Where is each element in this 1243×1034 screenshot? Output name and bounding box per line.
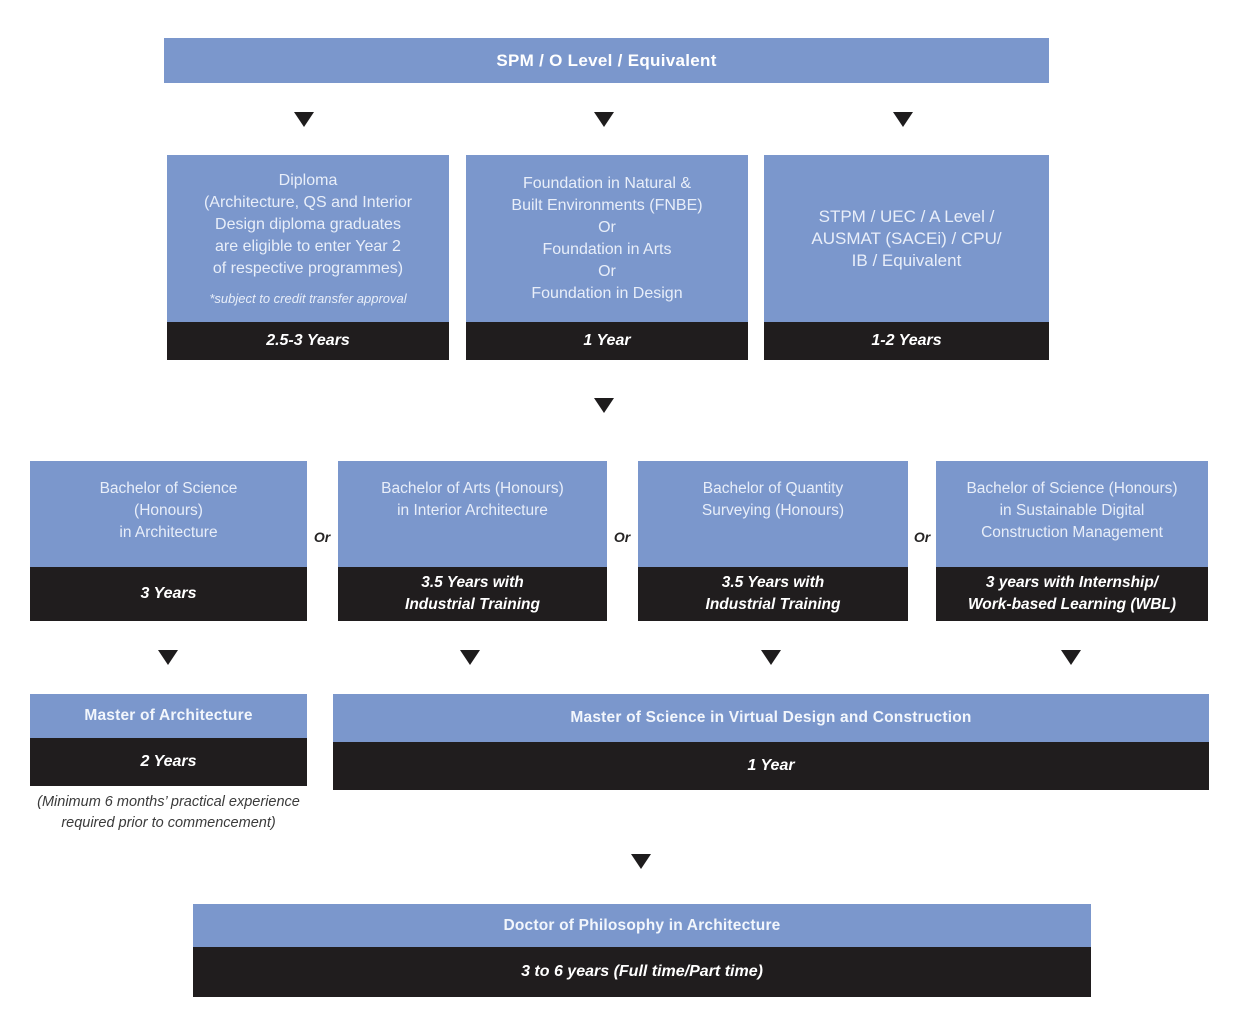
- phd-box: Doctor of Philosophy in Architecture: [193, 904, 1091, 947]
- arrow-down-icon: [1061, 650, 1081, 665]
- arrow-down-icon: [893, 112, 913, 127]
- bachelor-architecture-box: Bachelor of Science (Honours) in Archite…: [30, 461, 307, 567]
- bachelor-sustainable-construction-duration: 3 years with Internship/ Work-based Lear…: [936, 567, 1208, 621]
- arrow-down-icon: [594, 112, 614, 127]
- spm-banner-label: SPM / O Level / Equivalent: [496, 50, 717, 70]
- arrow-down-icon: [158, 650, 178, 665]
- phd-title: Doctor of Philosophy in Architecture: [503, 916, 781, 934]
- master-science-title: Master of Science in Virtual Design and …: [570, 709, 972, 726]
- bachelor-sustainable-construction-box: Bachelor of Science (Honours) in Sustain…: [936, 461, 1208, 567]
- diploma-note: *subject to credit transfer approval: [209, 291, 407, 306]
- bachelor-quantity-surveying-box: Bachelor of Quantity Surveying (Honours): [638, 461, 908, 567]
- bachelor-architecture-duration: 3 Years: [30, 567, 307, 621]
- or-separator: Or: [313, 529, 331, 545]
- master-architecture-duration: 2 Years: [30, 738, 307, 786]
- stpm-duration: 1-2 Years: [764, 322, 1049, 360]
- arrow-down-icon: [294, 112, 314, 127]
- foundation-box: Foundation in Natural & Built Environmen…: [466, 155, 748, 322]
- arrow-down-icon: [761, 650, 781, 665]
- arrow-down-icon: [460, 650, 480, 665]
- stpm-box: STPM / UEC / A Level / AUSMAT (SACEi) / …: [764, 155, 1049, 322]
- bachelor-interior-architecture-duration: 3.5 Years with Industrial Training: [338, 567, 607, 621]
- spm-banner: SPM / O Level / Equivalent: [164, 38, 1049, 83]
- foundation-title: Foundation in Natural & Built Environmen…: [511, 174, 703, 302]
- diploma-duration: 2.5-3 Years: [167, 322, 449, 360]
- bachelor-quantity-surveying-duration: 3.5 Years with Industrial Training: [638, 567, 908, 621]
- arrow-down-icon: [631, 854, 651, 869]
- or-separator: Or: [613, 529, 631, 545]
- phd-duration: 3 to 6 years (Full time/Part time): [193, 947, 1091, 997]
- bachelor-interior-architecture-box: Bachelor of Arts (Honours) in Interior A…: [338, 461, 607, 567]
- master-architecture-note: (Minimum 6 months’ practical experience …: [37, 794, 300, 831]
- bachelor-interior-architecture-title: Bachelor of Arts (Honours) in Interior A…: [381, 480, 564, 519]
- master-architecture-title: Master of Architecture: [84, 707, 253, 724]
- bachelor-architecture-title: Bachelor of Science (Honours) in Archite…: [99, 480, 238, 541]
- diploma-title: Diploma (Architecture, QS and Interior D…: [203, 172, 413, 277]
- diploma-box: Diploma (Architecture, QS and Interior D…: [167, 155, 449, 322]
- or-separator: Or: [913, 529, 931, 545]
- bachelor-sustainable-construction-title: Bachelor of Science (Honours) in Sustain…: [966, 480, 1178, 541]
- stpm-title: STPM / UEC / A Level / AUSMAT (SACEi) / …: [811, 206, 1002, 270]
- master-science-box: Master of Science in Virtual Design and …: [333, 694, 1209, 742]
- master-architecture-box: Master of Architecture: [30, 694, 307, 738]
- bachelor-quantity-surveying-title: Bachelor of Quantity Surveying (Honours): [701, 480, 845, 519]
- foundation-duration: 1 Year: [466, 322, 748, 360]
- arrow-down-icon: [594, 398, 614, 413]
- master-science-duration: 1 Year: [333, 742, 1209, 790]
